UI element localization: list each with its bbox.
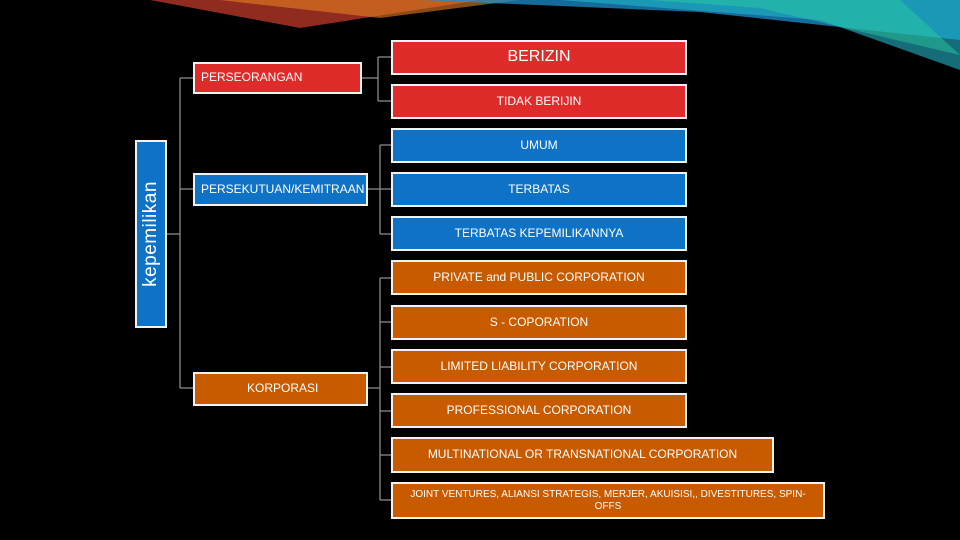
node-tidak-berijin: TIDAK BERIJIN (391, 84, 687, 119)
node-multinational-corporation: MULTINATIONAL OR TRANSNATIONAL CORPORATI… (391, 437, 774, 473)
node-terbatas-kepemilikannya: TERBATAS KEPEMILIKANNYA (391, 216, 687, 251)
decorative-streaks (150, 0, 960, 70)
root-label: kepemilikan (140, 181, 161, 287)
node-terbatas: TERBATAS (391, 172, 687, 207)
node-professional-corporation: PROFESSIONAL CORPORATION (391, 393, 687, 428)
root-node-kepemilikan: kepemilikan (135, 140, 167, 328)
node-private-public-corporation: PRIVATE and PUBLIC CORPORATION (391, 260, 687, 295)
node-berizin: BERIZIN (391, 40, 687, 75)
node-korporasi: KORPORASI (193, 372, 368, 406)
node-umum: UMUM (391, 128, 687, 163)
node-joint-ventures: JOINT VENTURES, ALIANSI STRATEGIS, MERJE… (391, 482, 825, 519)
node-limited-liability-corporation: LIMITED LIABILITY CORPORATION (391, 349, 687, 384)
node-persekutuan-kemitraan: PERSEKUTUAN/KEMITRAAN (193, 173, 368, 206)
node-s-coporation: S - COPORATION (391, 305, 687, 340)
node-perseorangan: PERSEORANGAN (193, 62, 362, 94)
